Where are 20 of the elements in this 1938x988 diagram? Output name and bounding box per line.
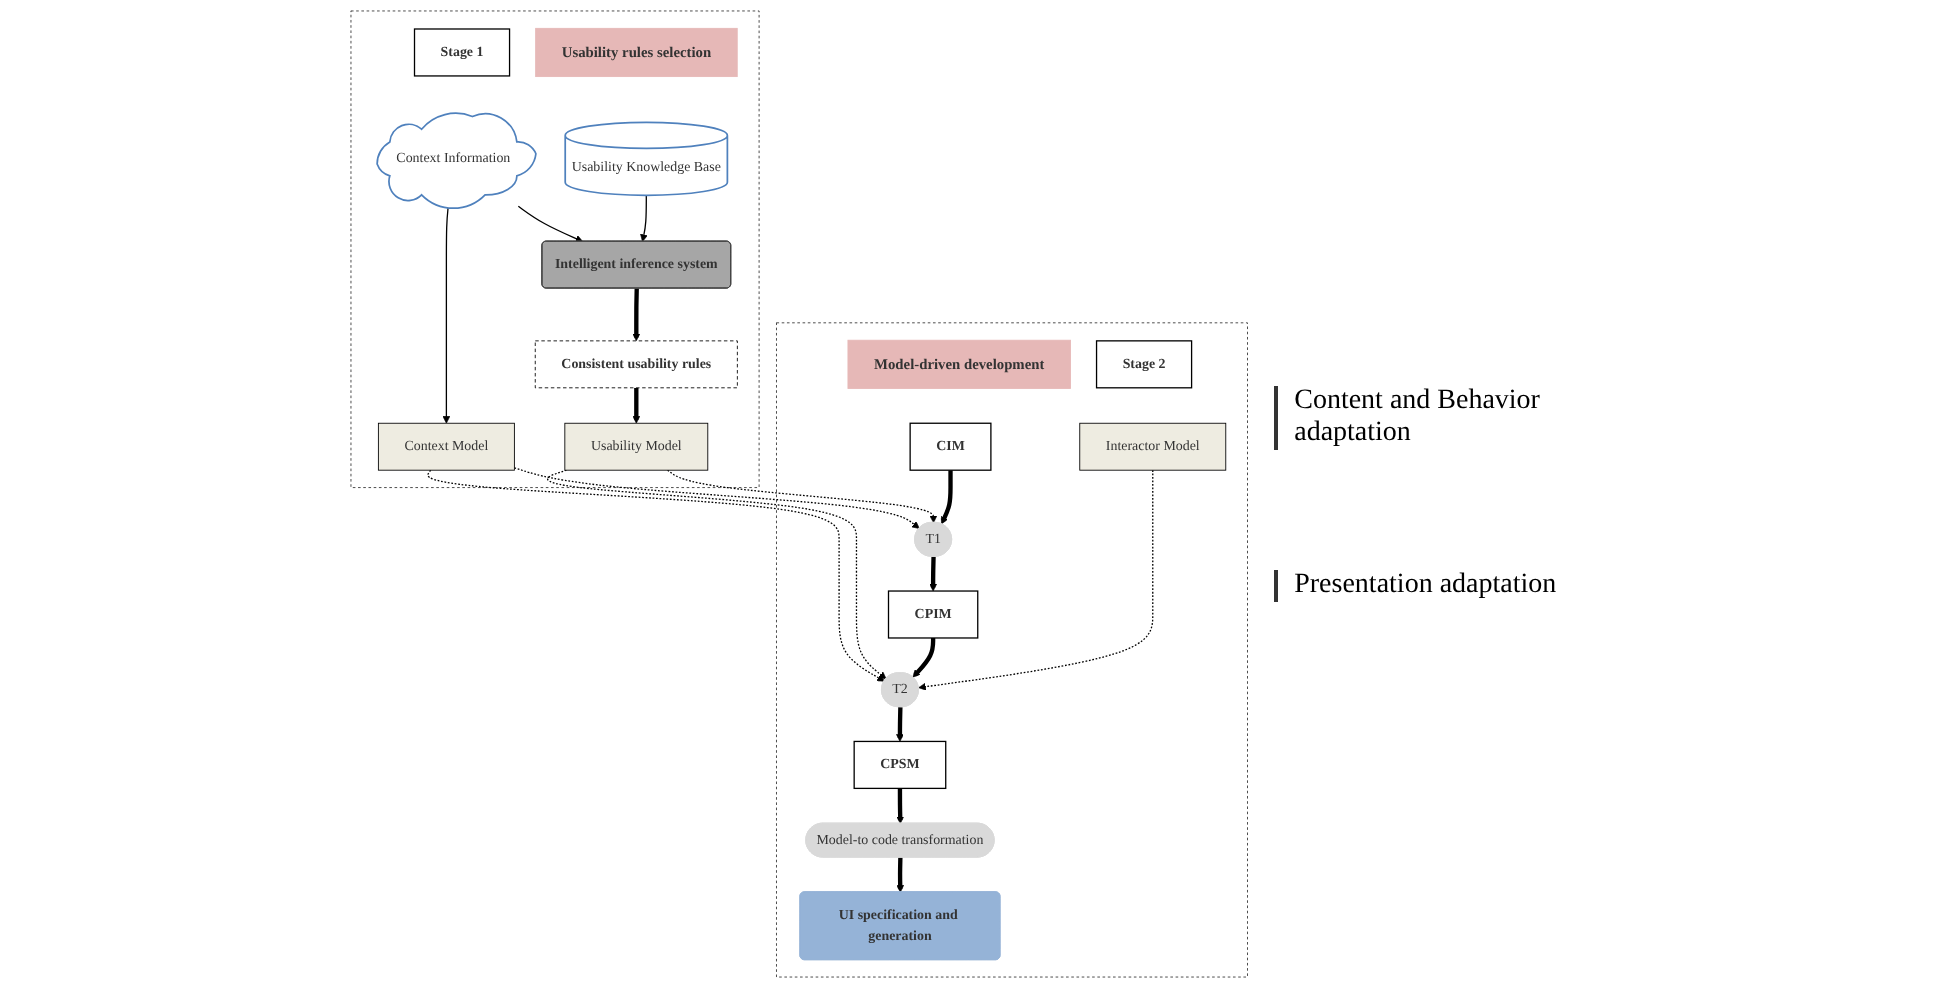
cluster	[350, 10, 760, 488]
annotation-text: Presentation adaptation	[1274, 570, 1595, 602]
arrow	[940, 470, 953, 525]
arrow	[426, 469, 885, 682]
cluster	[775, 322, 1248, 978]
arrow	[896, 857, 904, 893]
arrow	[517, 205, 583, 243]
arrow	[442, 205, 450, 424]
arrow	[513, 467, 920, 529]
arrow	[895, 707, 904, 742]
arrow	[632, 288, 640, 342]
arrow	[912, 638, 936, 678]
arrow	[918, 469, 1154, 691]
arrow	[632, 387, 640, 424]
annotation-text: Content and Behavior adaptation	[1274, 386, 1595, 450]
arrow	[929, 556, 937, 592]
arrow	[639, 194, 648, 242]
arrow	[666, 469, 937, 524]
arrow	[546, 469, 887, 680]
arrow	[896, 788, 904, 824]
